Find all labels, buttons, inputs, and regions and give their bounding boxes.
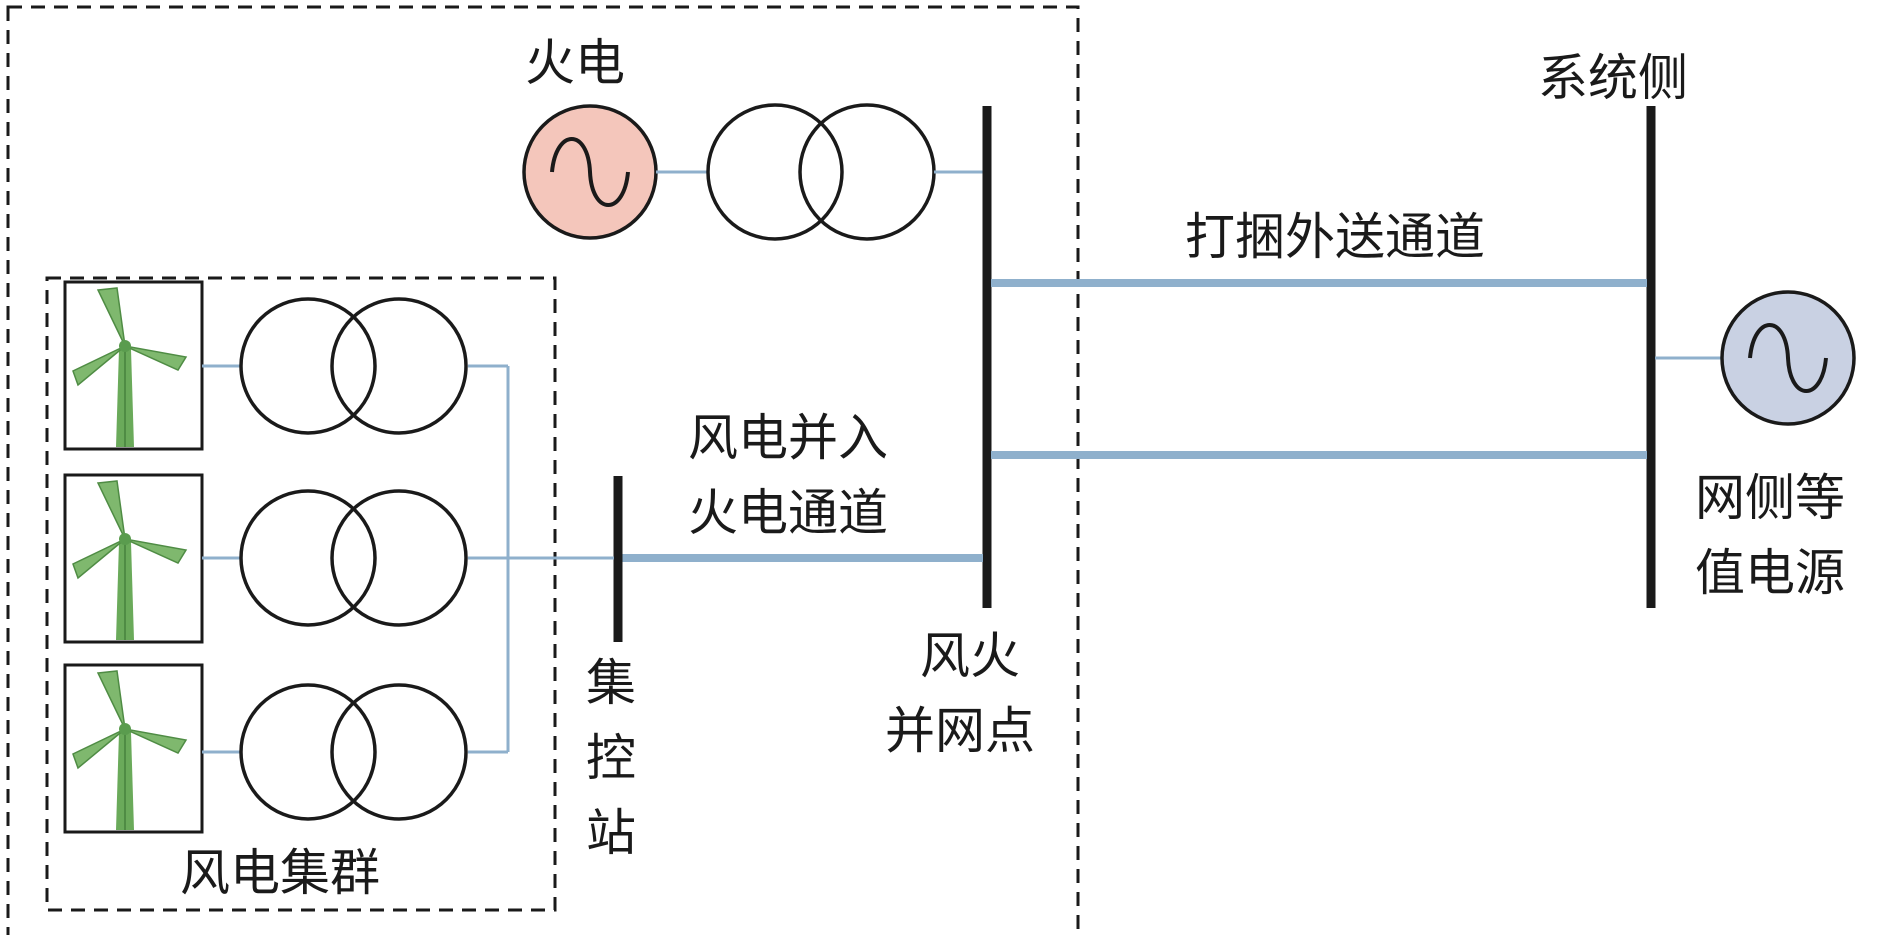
wind-turbine-icon [72, 670, 188, 830]
ac-sine-icon [1748, 323, 1828, 393]
wind-cluster-boundary [45, 276, 557, 912]
grid-equivalent-label-line2: 值电源 [1695, 544, 1845, 602]
poi-label-line1: 风火 [920, 627, 1020, 685]
grid-equivalent-label-line1: 网侧等 [1695, 469, 1845, 527]
system-side-label: 系统侧 [1538, 49, 1688, 107]
ac-sine-icon [550, 137, 630, 207]
collection-station-label-1: 集 [586, 654, 636, 712]
wind-channel-label-line2: 火电通道 [688, 484, 888, 542]
turbine-transformer-icon [239, 489, 468, 627]
thermal-transformer-icon [706, 103, 936, 241]
wind-turbine-icon [72, 287, 188, 447]
wind-turbine-icon [72, 480, 188, 640]
turbine-transformer-icon [239, 683, 468, 821]
wind-unit-3 [63, 663, 468, 834]
poi-label-line2: 并网点 [885, 702, 1035, 760]
turbine-transformer-icon [239, 297, 468, 435]
thermal-power-label: 火电 [525, 34, 625, 92]
collection-station-label-3: 站 [586, 804, 636, 862]
bundled-channel-label: 打捆外送通道 [1185, 208, 1485, 266]
wind-channel-label-line1: 风电并入 [688, 409, 888, 467]
collection-station-label-2: 控 [586, 729, 636, 787]
wind-unit-2 [63, 473, 468, 644]
wind-unit-1 [63, 280, 468, 451]
plant-region-boundary [6, 5, 1080, 935]
wind-cluster-label: 风电集群 [180, 844, 380, 902]
